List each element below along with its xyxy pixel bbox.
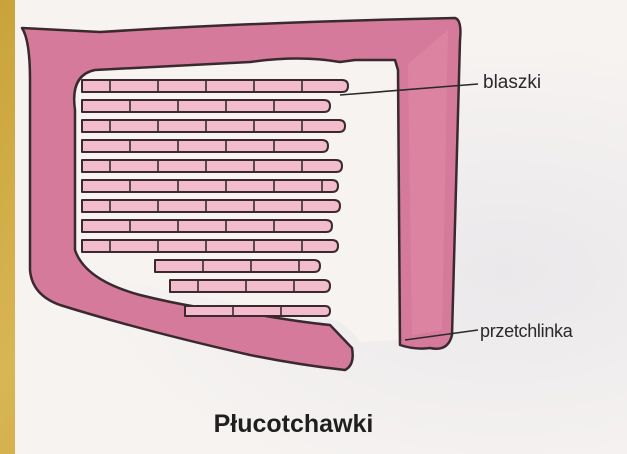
label-blaszki: blaszki <box>483 73 541 92</box>
lamella <box>82 140 328 152</box>
lamella <box>185 306 330 316</box>
lamella <box>82 80 348 92</box>
lamella <box>82 180 338 192</box>
lamella <box>82 220 332 232</box>
lamella <box>170 280 330 292</box>
label-przetchlinka: przetchlinka <box>480 322 572 340</box>
lamella <box>82 240 338 252</box>
lamella <box>155 260 320 272</box>
lamella <box>82 160 342 172</box>
lamella <box>82 120 345 132</box>
lamella <box>82 100 330 112</box>
caption-text: Płucotchawki <box>214 410 374 438</box>
caption: Płucotchawki <box>0 410 627 439</box>
